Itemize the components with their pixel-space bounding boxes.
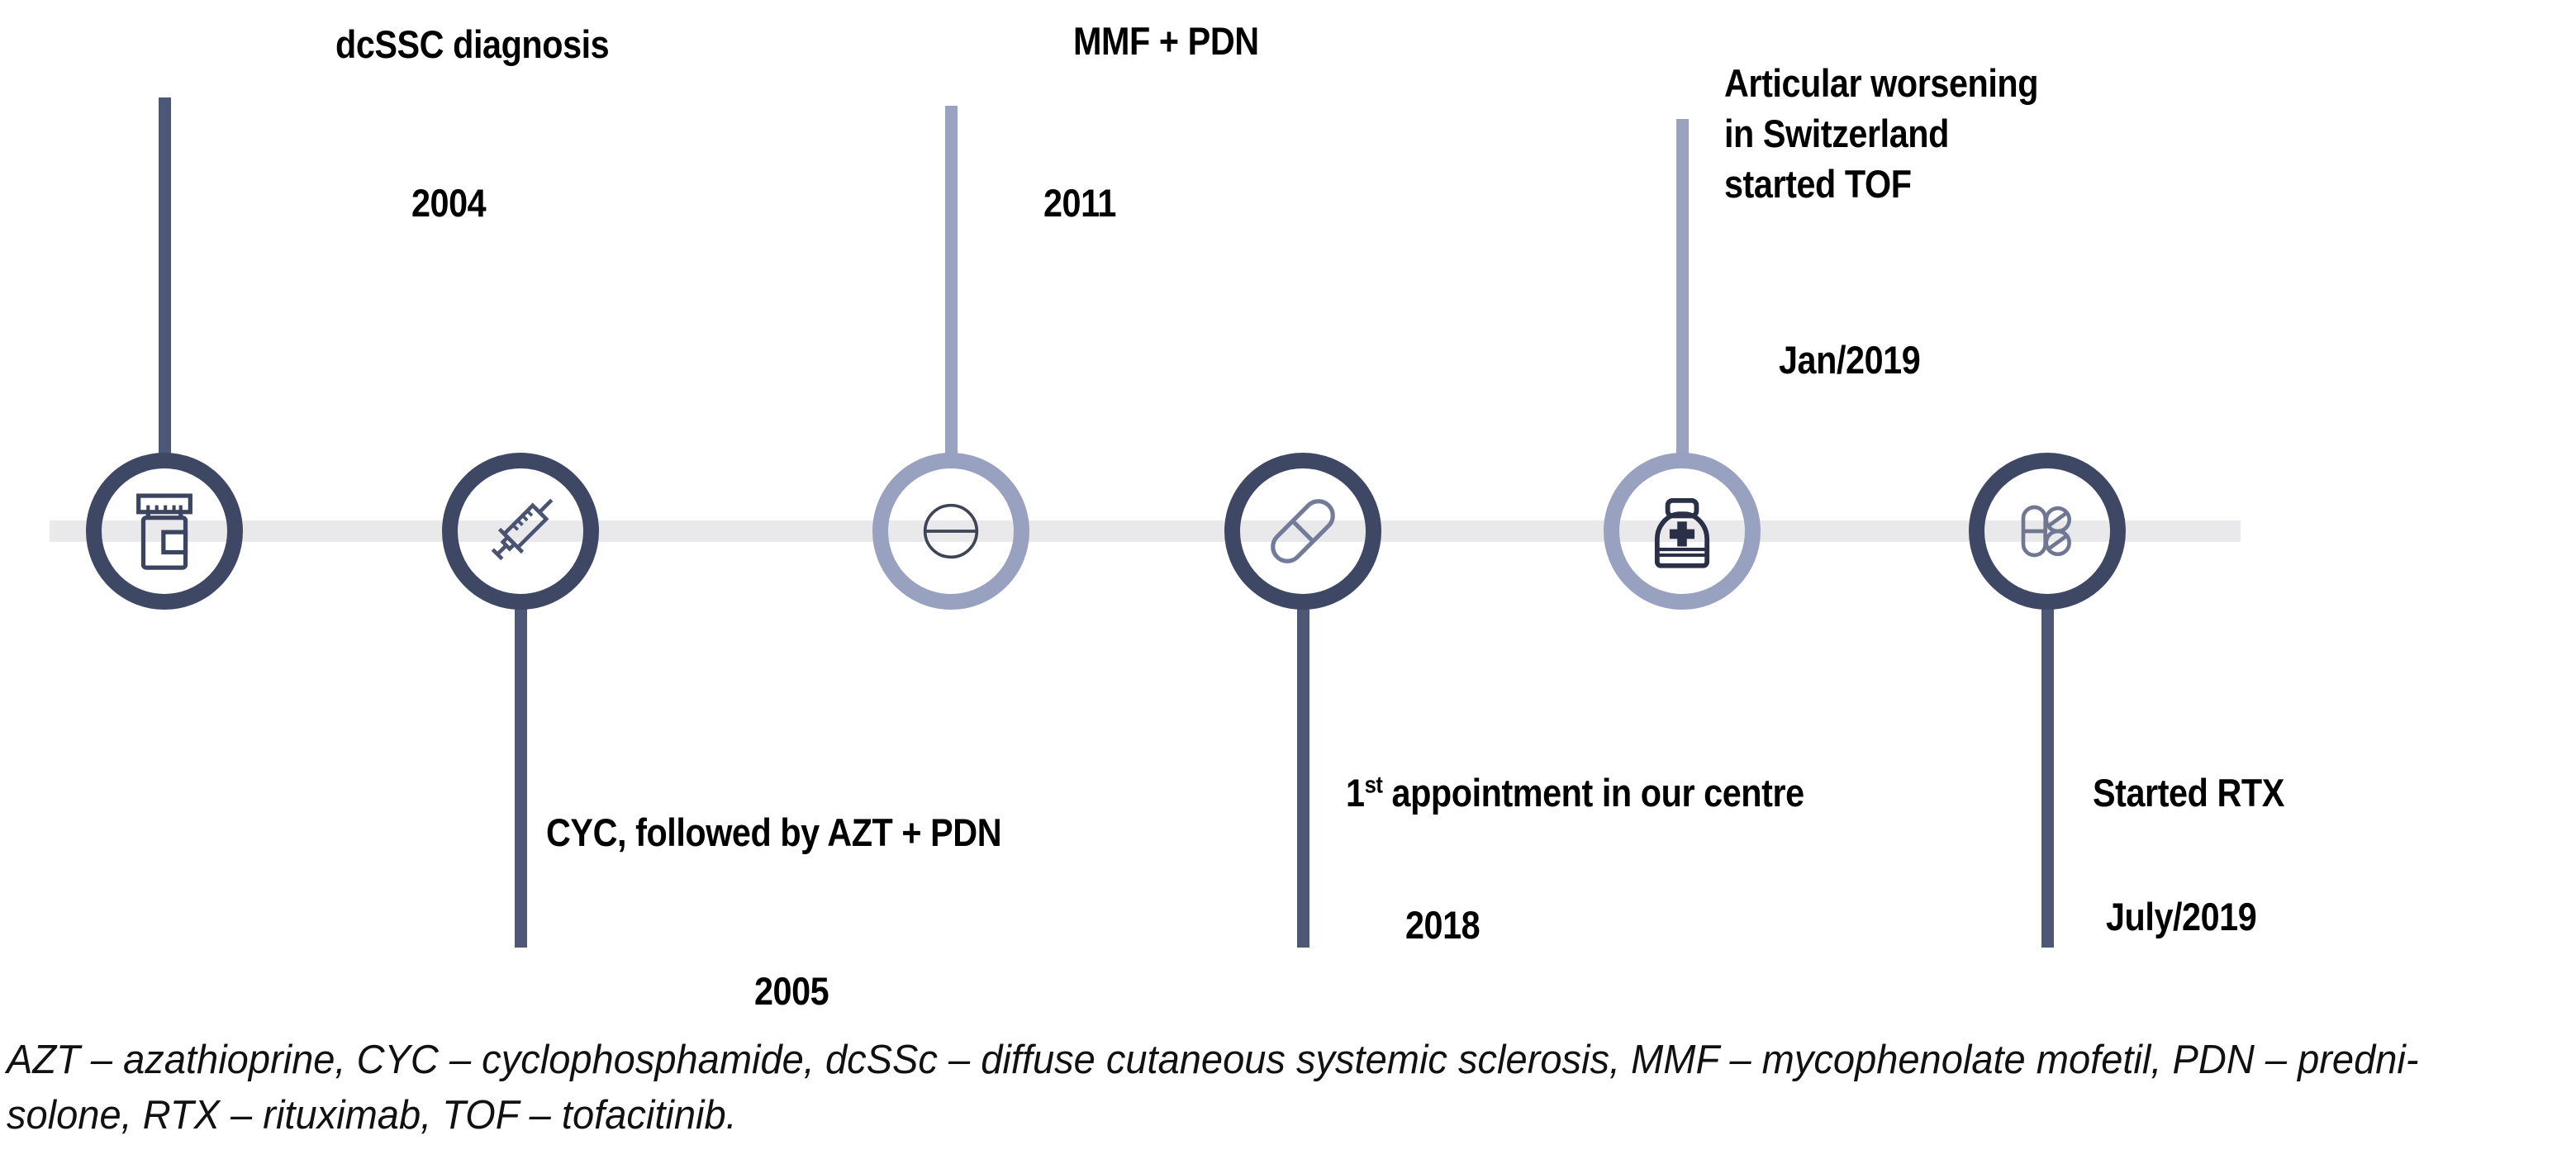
event-stem-up <box>159 97 171 461</box>
tablet-icon <box>923 503 979 559</box>
event-year: July/2019 <box>2106 895 2257 938</box>
syringe-icon <box>491 498 554 561</box>
event-node <box>1969 453 2126 610</box>
caption-line-1: AZT – azathioprine, CYC – cyclophosphami… <box>7 1038 2419 1082</box>
event-label: Started RTX <box>2093 771 2284 815</box>
event-node <box>1604 453 1761 610</box>
event-node <box>1224 453 1381 610</box>
capsule-icon <box>1271 499 1335 563</box>
ordinal-suffix: st <box>1364 772 1383 799</box>
abbreviation-caption: AZT – azathioprine, CYC – cyclophosphami… <box>7 1033 2419 1143</box>
event-year: 2005 <box>754 969 829 1013</box>
event-stem-down <box>515 603 527 948</box>
event-year: Jan/2019 <box>1779 338 1921 382</box>
event-label: 1st appointment in our centre <box>1346 771 1804 815</box>
caption-line-2: solone, RTX – rituximab, TOF – tofacitin… <box>7 1093 737 1138</box>
event-stem-up <box>1676 119 1689 461</box>
timeline-axis <box>50 520 2241 542</box>
event-year: 2011 <box>1043 181 1116 225</box>
pills-icon <box>2021 505 2071 558</box>
event-year: 2004 <box>411 181 487 225</box>
pill-bottle-icon <box>136 493 192 570</box>
medical-bag-icon <box>1654 497 1710 568</box>
event-node <box>442 453 599 610</box>
event-label: MMF + PDN <box>1073 19 1259 63</box>
event-stem-up <box>945 106 958 461</box>
event-stem-down <box>1297 603 1309 948</box>
event-label: dcSSC diagnosis <box>335 22 610 66</box>
event-node <box>86 453 243 610</box>
event-node <box>872 453 1029 610</box>
event-label: CYC, followed by AZT + PDN <box>546 810 1002 854</box>
event-stem-down <box>2041 603 2054 948</box>
event-year: 2018 <box>1405 903 1480 947</box>
event-label: Articular worsening in Switzerland start… <box>1724 61 2039 206</box>
